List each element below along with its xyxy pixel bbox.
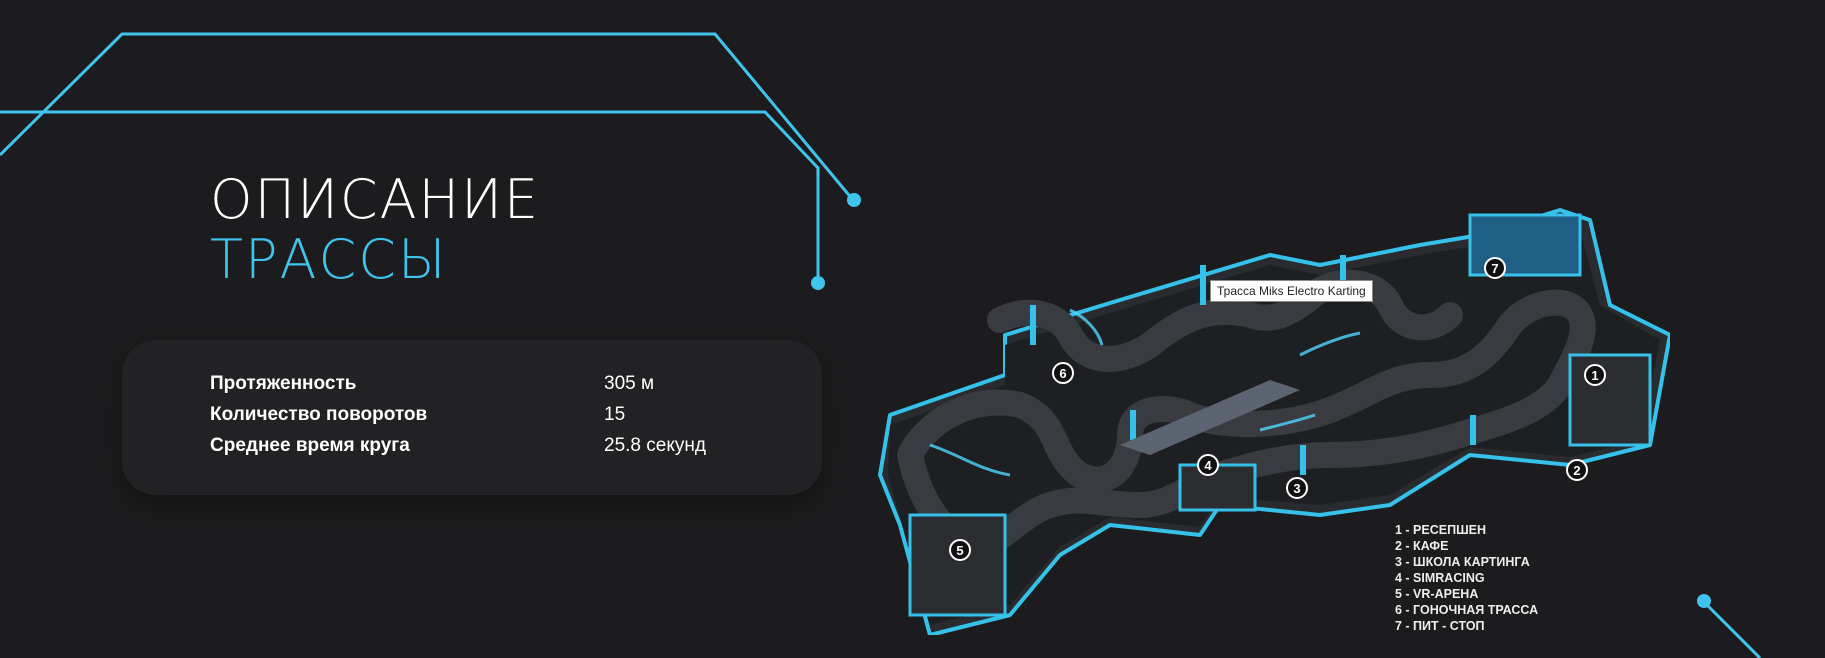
- spec-label: Среднее время круга: [210, 435, 410, 456]
- track-map-image[interactable]: 1 2 3 4 5 6 7: [870, 205, 1670, 635]
- title-line-2: ТРАССЫ: [210, 228, 448, 291]
- legend-item: 6 - ГОНОЧНАЯ ТРАССА: [1395, 603, 1539, 617]
- spec-value: 15: [604, 404, 626, 425]
- track-specs-card: Протяженность 305 м Количество поворотов…: [122, 340, 822, 495]
- title-line-1: ОПИСАНИЕ: [210, 168, 541, 231]
- zone-marker-7: 7: [1484, 257, 1506, 279]
- map-legend: 1 - РЕСЕПШЕН 2 - КАФЕ 3 - ШКОЛА КАРТИНГА…: [1395, 522, 1538, 634]
- spec-value: 305 м: [604, 373, 655, 394]
- zone-marker-1: 1: [1584, 364, 1606, 386]
- zone-marker-3: 3: [1286, 477, 1308, 499]
- svg-text:7: 7: [1491, 261, 1498, 276]
- legend-item: 1 - РЕСЕПШЕН: [1395, 523, 1487, 537]
- svg-text:2: 2: [1573, 463, 1580, 478]
- legend-item: 3 - ШКОЛА КАРТИНГА: [1395, 555, 1530, 569]
- map-tooltip: Трасса Miks Electro Karting: [1210, 280, 1373, 302]
- svg-text:6: 6: [1059, 366, 1066, 381]
- page-title: ОПИСАНИЕ ТРАССЫ: [210, 170, 540, 290]
- deco-dot: [811, 276, 825, 290]
- svg-text:5: 5: [956, 543, 963, 558]
- legend-item: 2 - КАФЕ: [1395, 539, 1449, 553]
- legend-item: 4 - SIMRACING: [1395, 571, 1485, 585]
- deco-dot: [1697, 594, 1711, 608]
- zone-marker-6: 6: [1052, 362, 1074, 384]
- spec-value: 25.8 секунд: [604, 435, 706, 456]
- svg-text:3: 3: [1293, 481, 1300, 496]
- svg-text:1: 1: [1591, 368, 1598, 383]
- spec-label: Количество поворотов: [210, 404, 428, 425]
- deco-dot: [847, 193, 861, 207]
- svg-text:4: 4: [1204, 458, 1212, 473]
- legend-item: 7 - ПИТ - СТОП: [1395, 619, 1485, 633]
- zone-marker-4: 4: [1197, 454, 1219, 476]
- legend-item: 5 - VR-АРЕНА: [1395, 587, 1479, 601]
- zone-marker-5: 5: [949, 539, 971, 561]
- spec-label: Протяженность: [210, 373, 357, 394]
- zone-marker-2: 2: [1566, 459, 1588, 481]
